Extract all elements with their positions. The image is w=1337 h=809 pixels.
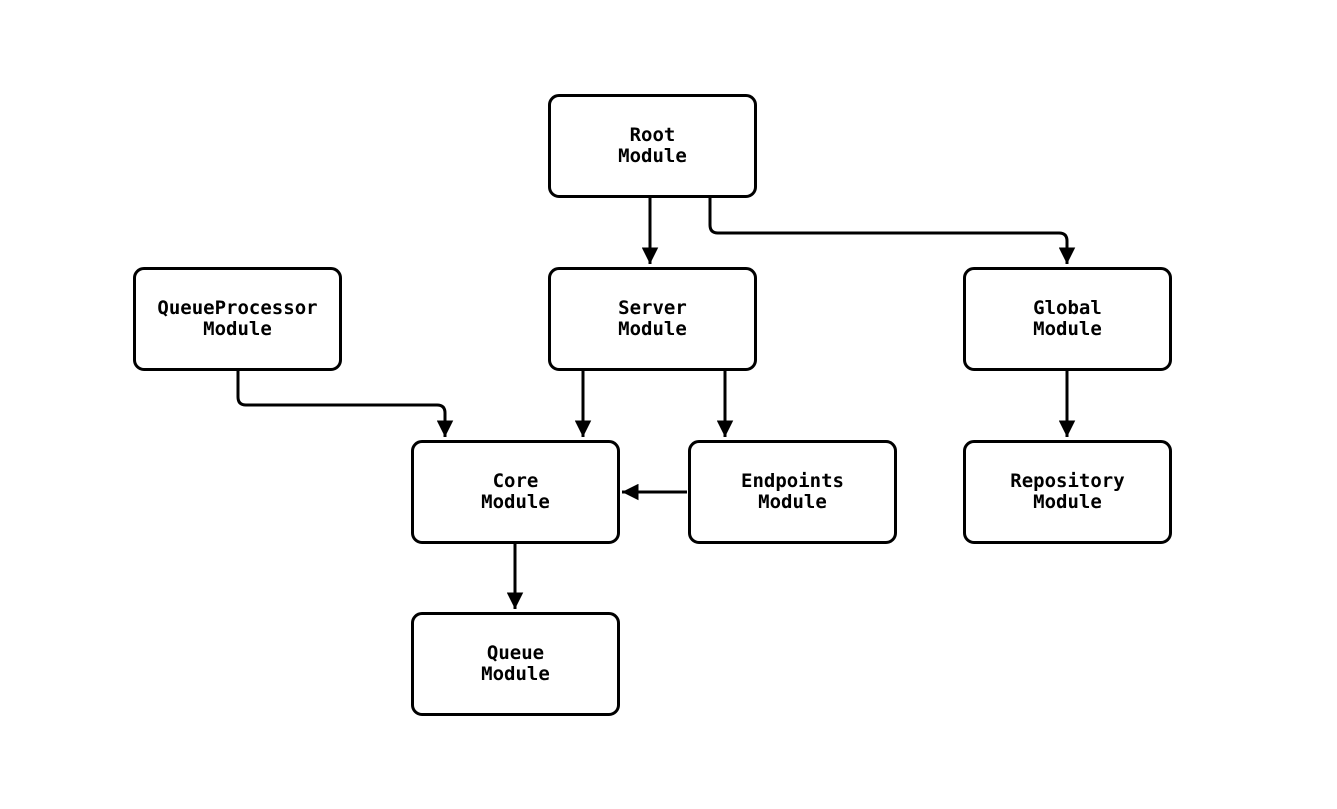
node-root-module-label: Root Module [618, 124, 687, 167]
node-endpoints-module-label: Endpoints Module [741, 470, 844, 513]
node-repository-module-label: Repository Module [1010, 470, 1125, 513]
edge-root-to-global [708, 198, 1076, 264]
node-core-module-label: Core Module [481, 470, 550, 513]
node-queueprocessor-module-label: QueueProcessor Module [157, 297, 318, 340]
node-endpoints-module: Endpoints Module [688, 440, 897, 544]
node-root-module: Root Module [548, 94, 757, 198]
node-queue-module-label: Queue Module [481, 642, 550, 685]
node-core-module: Core Module [411, 440, 620, 544]
node-server-module-label: Server Module [618, 297, 687, 340]
node-queue-module: Queue Module [411, 612, 620, 716]
node-server-module: Server Module [548, 267, 757, 371]
node-global-module-label: Global Module [1033, 297, 1102, 340]
node-repository-module: Repository Module [963, 440, 1172, 544]
node-global-module: Global Module [963, 267, 1172, 371]
edge-queueprocessor-to-core [236, 371, 454, 437]
node-queueprocessor-module: QueueProcessor Module [133, 267, 342, 371]
